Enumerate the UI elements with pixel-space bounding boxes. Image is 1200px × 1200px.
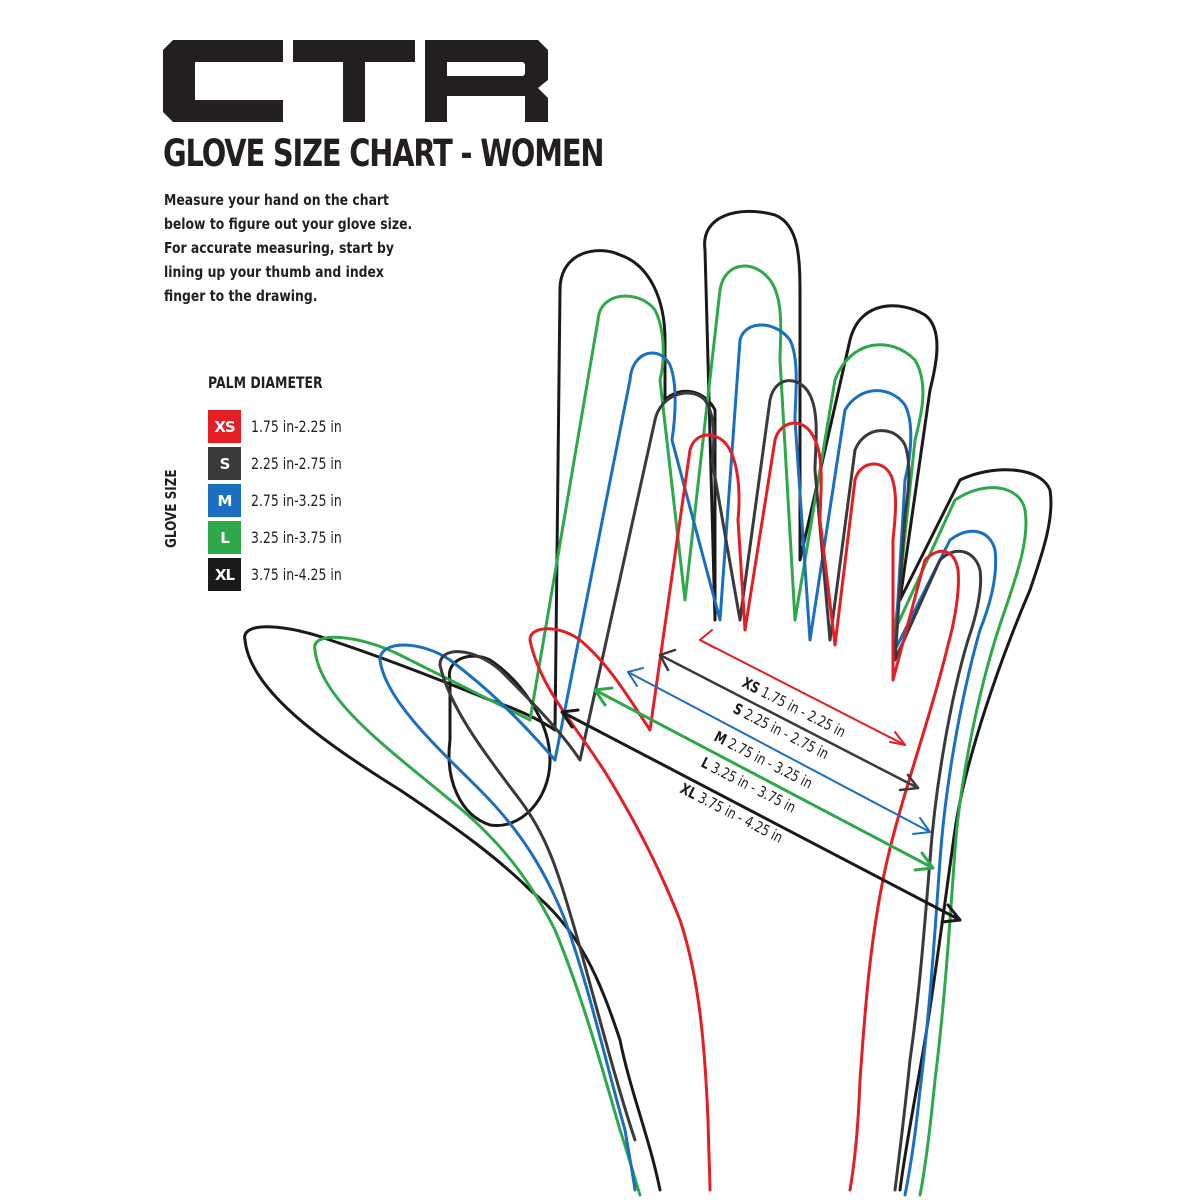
hand-outline-xl bbox=[243, 209, 1053, 1192]
legend-row-l: L 3.25 in-3.75 in bbox=[208, 519, 367, 556]
instructions-text: Measure your hand on the chart below to … bbox=[164, 191, 413, 305]
page-title: GLOVE SIZE CHART - WOMEN bbox=[163, 132, 605, 175]
size-range: 1.75 in-2.25 in bbox=[251, 417, 342, 436]
legend-row-xs: XS 1.75 in-2.25 in bbox=[208, 408, 367, 445]
hand-outline-l bbox=[313, 264, 1028, 1197]
size-legend: XS 1.75 in-2.25 in S 2.25 in-2.75 in M 2… bbox=[208, 408, 367, 593]
size-badge: M bbox=[208, 484, 241, 517]
ctr-logo: CTR bbox=[163, 40, 548, 122]
palm-arrows bbox=[560, 629, 962, 924]
size-range: 3.75 in-4.25 in bbox=[251, 565, 342, 584]
arrow-m bbox=[627, 667, 931, 835]
legend-title: PALM DIAMETER bbox=[208, 373, 323, 392]
legend-row-s: S 2.25 in-2.75 in bbox=[208, 445, 367, 482]
legend-row-m: M 2.75 in-3.25 in bbox=[208, 482, 367, 519]
hand-outline-m bbox=[378, 323, 998, 1197]
hand-outline-s bbox=[438, 379, 983, 1192]
arrow-xs bbox=[699, 629, 906, 746]
size-range: 3.25 in-3.75 in bbox=[251, 528, 342, 547]
hand-outline-xs bbox=[528, 421, 960, 1192]
arrow-labels: XS 1.75 in - 2.25 in S 2.25 in - 2.75 in… bbox=[677, 675, 848, 847]
size-badge: S bbox=[208, 447, 241, 480]
arrow-xl bbox=[560, 708, 962, 924]
arrow-s bbox=[658, 648, 920, 792]
size-badge: XS bbox=[208, 410, 241, 443]
legend-row-xl: XL 3.75 in-4.25 in bbox=[208, 556, 367, 593]
size-badge: L bbox=[208, 521, 241, 554]
arrow-l bbox=[593, 686, 935, 872]
size-range: 2.25 in-2.75 in bbox=[251, 454, 342, 473]
size-badge: XL bbox=[208, 558, 241, 591]
size-range: 2.75 in-3.25 in bbox=[251, 491, 342, 510]
